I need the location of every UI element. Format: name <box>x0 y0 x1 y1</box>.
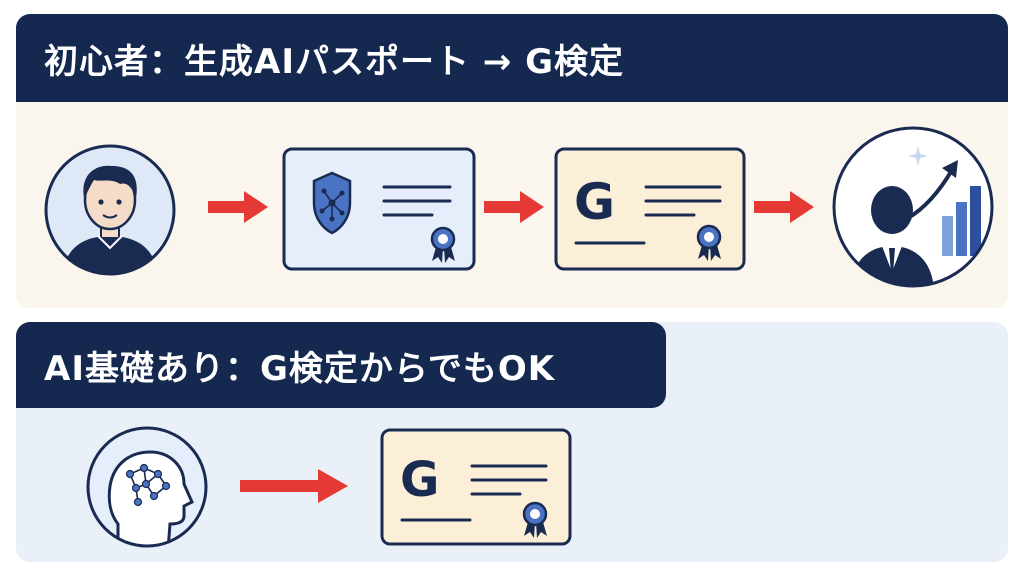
flow-arrow <box>752 188 816 226</box>
ai-head-icon <box>84 424 210 550</box>
beginner-heading-text: 初心者：生成AIパスポート → G検定 <box>44 41 625 82</box>
flow-arrow <box>238 466 350 506</box>
g-letter: G <box>400 452 439 508</box>
beginner-person-icon <box>42 142 178 278</box>
business-person-growth-icon <box>830 124 996 290</box>
ai-basics-heading-text: AI基礎あり：G検定からでもOK <box>44 348 556 389</box>
g-kentei-certificate-icon: G <box>554 147 746 271</box>
g-kentei-certificate-icon: G <box>380 428 572 546</box>
flow-arrow <box>206 188 270 226</box>
beginner-section-heading: 初心者：生成AIパスポート → G検定 <box>16 14 1008 102</box>
g-letter: G <box>574 173 615 231</box>
ai-passport-certificate-icon <box>282 147 476 271</box>
flow-arrow <box>482 188 546 226</box>
ai-basics-section-heading: AI基礎あり：G検定からでもOK <box>16 322 666 408</box>
